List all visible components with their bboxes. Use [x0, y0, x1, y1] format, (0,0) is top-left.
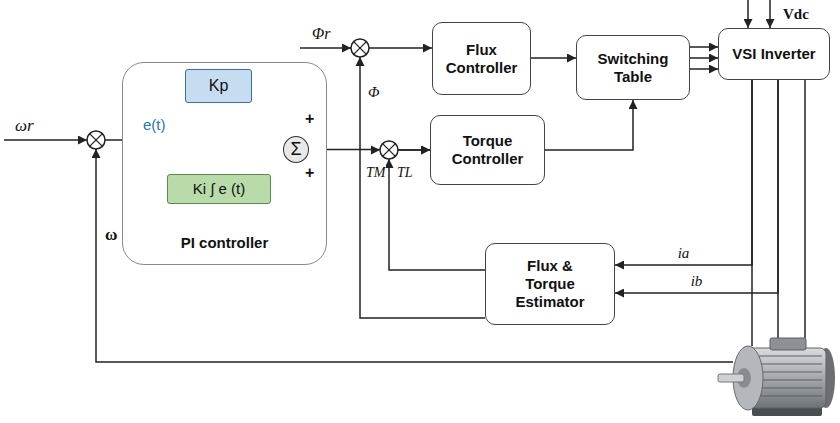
current-name: ia: [677, 245, 691, 262]
arrow-head: [356, 57, 365, 66]
dc-supply-arrow: [747, 0, 749, 28]
summing-junction: [351, 39, 369, 57]
block-label: Flux & Torque Estimator: [508, 257, 592, 311]
block-label: VSI Inverter: [732, 45, 815, 63]
phase-wire: [804, 80, 806, 338]
arrow-head: [371, 146, 380, 155]
signal-arrow: [615, 80, 778, 293]
signal-name: TL: [396, 165, 414, 180]
signal-arrow: [690, 46, 718, 48]
dc-supply-arrow: [769, 0, 771, 28]
controller-group: PI controller Kp Ki ∫ e (t) Σ: [122, 62, 327, 265]
sign-mark: +: [304, 110, 315, 128]
integral-box: Ki ∫ e (t): [167, 174, 271, 204]
group-title: PI controller: [123, 234, 326, 252]
flux-reference-line: [300, 47, 351, 49]
block-label: Torque Controller: [446, 132, 530, 168]
supply-name: Vdc: [782, 6, 810, 23]
signal-arrow: [690, 68, 718, 70]
signal-arrow: [531, 57, 576, 59]
summing-circle: Σ: [283, 136, 309, 163]
process-box: Torque Controller: [430, 115, 545, 185]
signal-name: Φ: [367, 84, 380, 101]
gain-box: Kp: [185, 69, 252, 103]
block-label: Ki ∫ e (t): [193, 180, 245, 198]
process-box: VSI Inverter: [718, 28, 830, 80]
phase-wire: [751, 80, 753, 346]
process-box: Flux & Torque Estimator: [485, 243, 615, 325]
signal-arrow: [545, 100, 633, 150]
signal-name: e(t): [142, 117, 167, 134]
signal-name: ω: [104, 226, 118, 245]
sign-mark: +: [304, 164, 315, 182]
summing-junction: [87, 131, 105, 149]
induction-motor: [718, 338, 835, 416]
block-label: Σ: [290, 139, 301, 161]
signal-arrow: [615, 80, 752, 265]
process-box: Flux Controller: [432, 22, 531, 95]
signal-name: Φr: [311, 25, 331, 43]
block-label: Flux Controller: [440, 41, 524, 77]
signal-name: TM: [365, 165, 386, 180]
block-label: Switching Table: [588, 50, 678, 86]
signal-name: ωr: [14, 117, 35, 136]
speed-reference-line: [4, 139, 87, 141]
phase-wire: [777, 80, 779, 338]
current-name: ib: [690, 273, 704, 290]
signal-arrow: [690, 57, 718, 59]
block-label: Kp: [209, 76, 229, 95]
process-box: Switching Table: [576, 35, 690, 100]
summing-junction: [380, 141, 398, 159]
